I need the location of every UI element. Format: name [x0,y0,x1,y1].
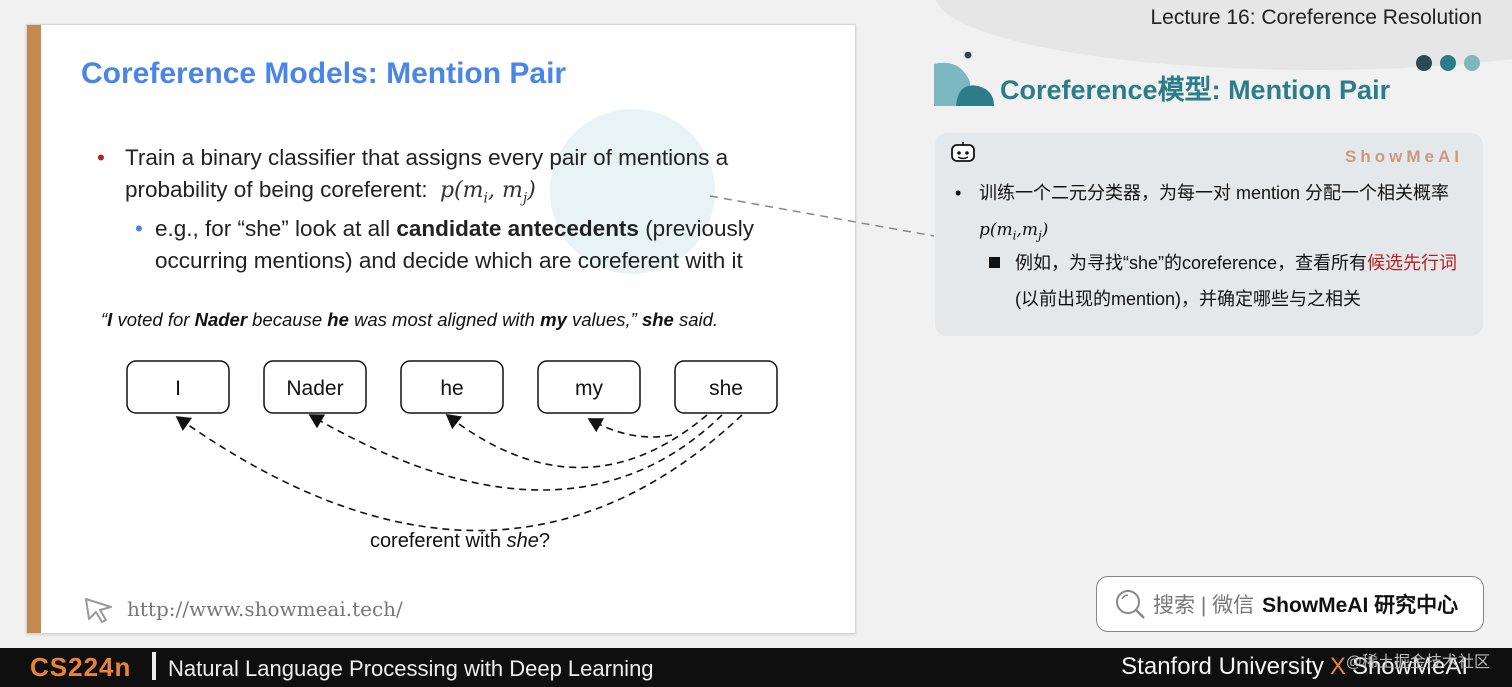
slide-title: Coreference Models: Mention Pair [81,57,567,90]
arrow-to-he [445,414,708,469]
note-suffix: (以前出现的mention)，并确定哪些与之相关 [1015,289,1362,309]
mention-label-3: he [440,377,463,400]
bullet-suffix: (previously occurring mentions) and deci… [155,216,754,273]
note-prefix: 例如，为寻找“she”的coreference，查看所有 [1015,253,1368,273]
notes-title: Coreference模型: Mention Pair [1000,75,1391,105]
dot-teal [1440,55,1456,71]
note-highlight: 候选先行词 [1367,253,1458,273]
course-name: Natural Language Processing with Deep Le… [168,656,654,681]
mention-box-3 [400,360,504,414]
footer: CS224n Natural Language Processing with … [0,648,1512,687]
note-bullet-text: 训练一个二元分类器，为每一对 mention 分配一个相关概率 [979,183,1450,203]
mention-label-1: I [175,377,181,400]
wechat-search-box[interactable]: 搜索 | 微信 ShowMeAI 研究中心 [1096,576,1484,632]
mention-box-4 [537,360,641,414]
note-bullet-dot: • [955,183,962,203]
bullet-text: Train a binary classifier that assigns e… [125,145,729,202]
mention-label-2: Nader [286,377,343,400]
note-square-bullet [989,257,1000,268]
mention-label-4: my [575,377,603,400]
course-code: CS224n [30,652,132,682]
decorative-dots [1416,55,1480,71]
example-quote: “I voted for Nader because he was most a… [101,309,719,330]
mention-pair-diagram: I Nader he my she coreferent with she? [126,360,778,552]
juejin-watermark: @稀土掘金技术社区 [1345,654,1490,671]
mention-label-5: she [709,377,743,400]
search-brand: ShowMeAI 研究中心 [1262,594,1459,617]
website-url: http://www.showmeai.tech/ [127,597,403,621]
arrow-to-i [175,414,743,532]
mention-boxes: I Nader he my she [126,360,778,414]
mention-box-2 [263,360,367,414]
bullet-bold: candidate antecedents [396,216,639,241]
course-divider [152,652,156,680]
bullet-item-2: • e.g., for “she” look at all candidate … [135,213,835,277]
note-bullet-1: • 训练一个二元分类器，为每一对 mention 分配一个相关概率 p(mi,m… [955,175,1469,253]
bullet-item-1: • Train a binary classifier that assigns… [97,142,825,214]
website-link[interactable]: http://www.showmeai.tech/ [83,595,403,623]
section-logo-icon [934,52,994,106]
search-icon [1116,590,1145,619]
diagram-label: coreferent with she? [370,530,550,552]
coreference-arrows [175,414,743,532]
probability-formula: p(mi, mj) [439,178,536,207]
watermark-circle [550,109,715,274]
slide-accent-bar [27,25,41,633]
search-label: 搜索 | 微信 [1153,594,1255,617]
sub-bullet-dot: • [135,216,143,241]
mention-box-5 [674,360,778,414]
bullet-dot: • [97,145,105,170]
cursor-icon [85,598,112,623]
notes-brand: ShowMeAI [1345,147,1463,166]
bullet-prefix: e.g., for “she” look at all [155,216,397,241]
mention-box-1 [126,360,230,414]
note-bullet-2: 例如，为寻找“she”的coreference，查看所有候选先行词(以前出现的m… [989,245,1475,317]
dot-light [1464,55,1480,71]
note-formula: p(mi,mj) [979,220,1049,243]
dot-dark [1416,55,1432,71]
lecture-title: Lecture 16: Coreference Resolution [1150,6,1482,29]
arrow-to-my [587,418,673,438]
notes-panel: ShowMeAI • 训练一个二元分类器，为每一对 mention 分配一个相关… [935,133,1483,336]
robot-icon [951,142,975,162]
slide: Coreference Models: Mention Pair • Train… [26,24,856,634]
